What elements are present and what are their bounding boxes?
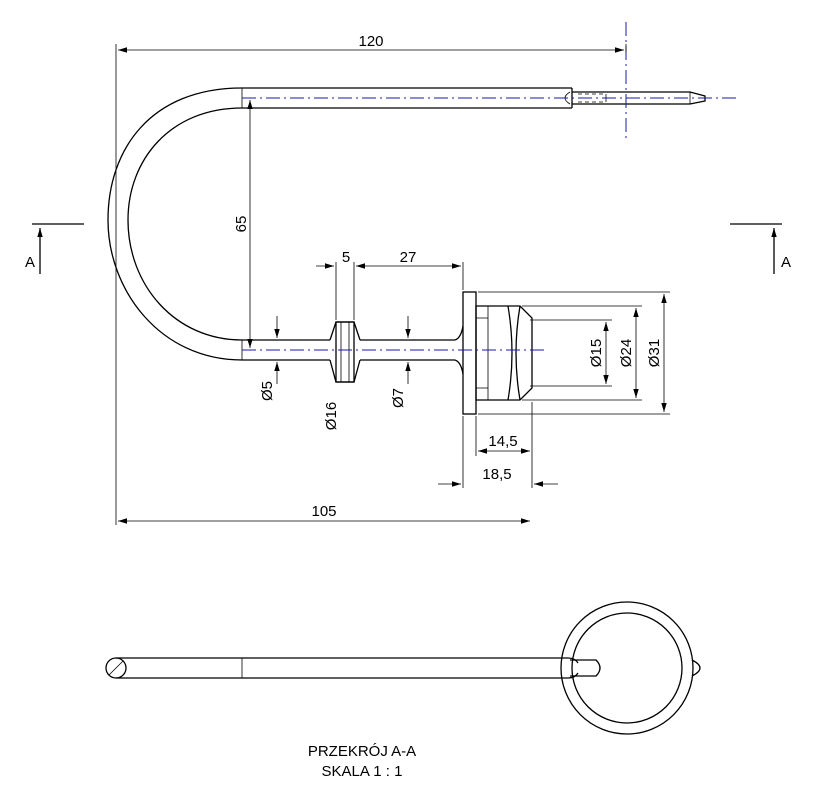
section-title: PRZEKRÓJ A-A — [308, 743, 416, 760]
section-marker-left: A — [25, 223, 84, 274]
dimension-d15-label: Ø15 — [588, 339, 605, 367]
dimension-5: 5 — [316, 249, 355, 320]
dimension-65: 65 — [233, 100, 253, 348]
dimension-14-5-label: 14,5 — [488, 433, 517, 450]
dimension-18-5-label: 18,5 — [482, 466, 511, 483]
dimension-105-label: 105 — [311, 503, 336, 520]
scale-note: SKALA 1 : 1 — [322, 763, 403, 780]
dimension-d24-label: Ø24 — [618, 339, 635, 367]
section-marker-right: A — [730, 223, 791, 274]
dimension-d7-label: Ø7 — [390, 388, 407, 408]
dimension-d31: Ø31 — [478, 291, 670, 415]
dimension-105: 105 — [118, 503, 530, 524]
dimension-d31-label: Ø31 — [646, 339, 663, 367]
dimension-d7: Ø7 — [390, 316, 411, 408]
dimension-65-label: 65 — [233, 216, 250, 233]
dimension-120-label: 120 — [358, 33, 383, 50]
pin-main-view — [107, 22, 740, 415]
dimension-14-5: 14,5 — [475, 402, 533, 488]
section-a-a-view — [105, 601, 701, 735]
section-mark-left-label: A — [25, 254, 35, 271]
section-mark-right-label: A — [781, 254, 791, 271]
dimension-d16: Ø16 — [323, 402, 340, 430]
dimension-d15: Ø15 — [530, 319, 612, 387]
dimension-5-label: 5 — [342, 249, 350, 266]
dimension-d24: Ø24 — [522, 305, 642, 401]
dimension-18-5: 18,5 — [438, 416, 558, 488]
dimension-120: 120 — [115, 33, 627, 525]
dimension-d16-label: Ø16 — [323, 402, 340, 430]
dimension-27-label: 27 — [400, 249, 417, 266]
dimension-d5-label: Ø5 — [259, 381, 276, 401]
dimension-27: 27 — [356, 249, 464, 290]
dimension-d5: Ø5 — [259, 316, 280, 401]
